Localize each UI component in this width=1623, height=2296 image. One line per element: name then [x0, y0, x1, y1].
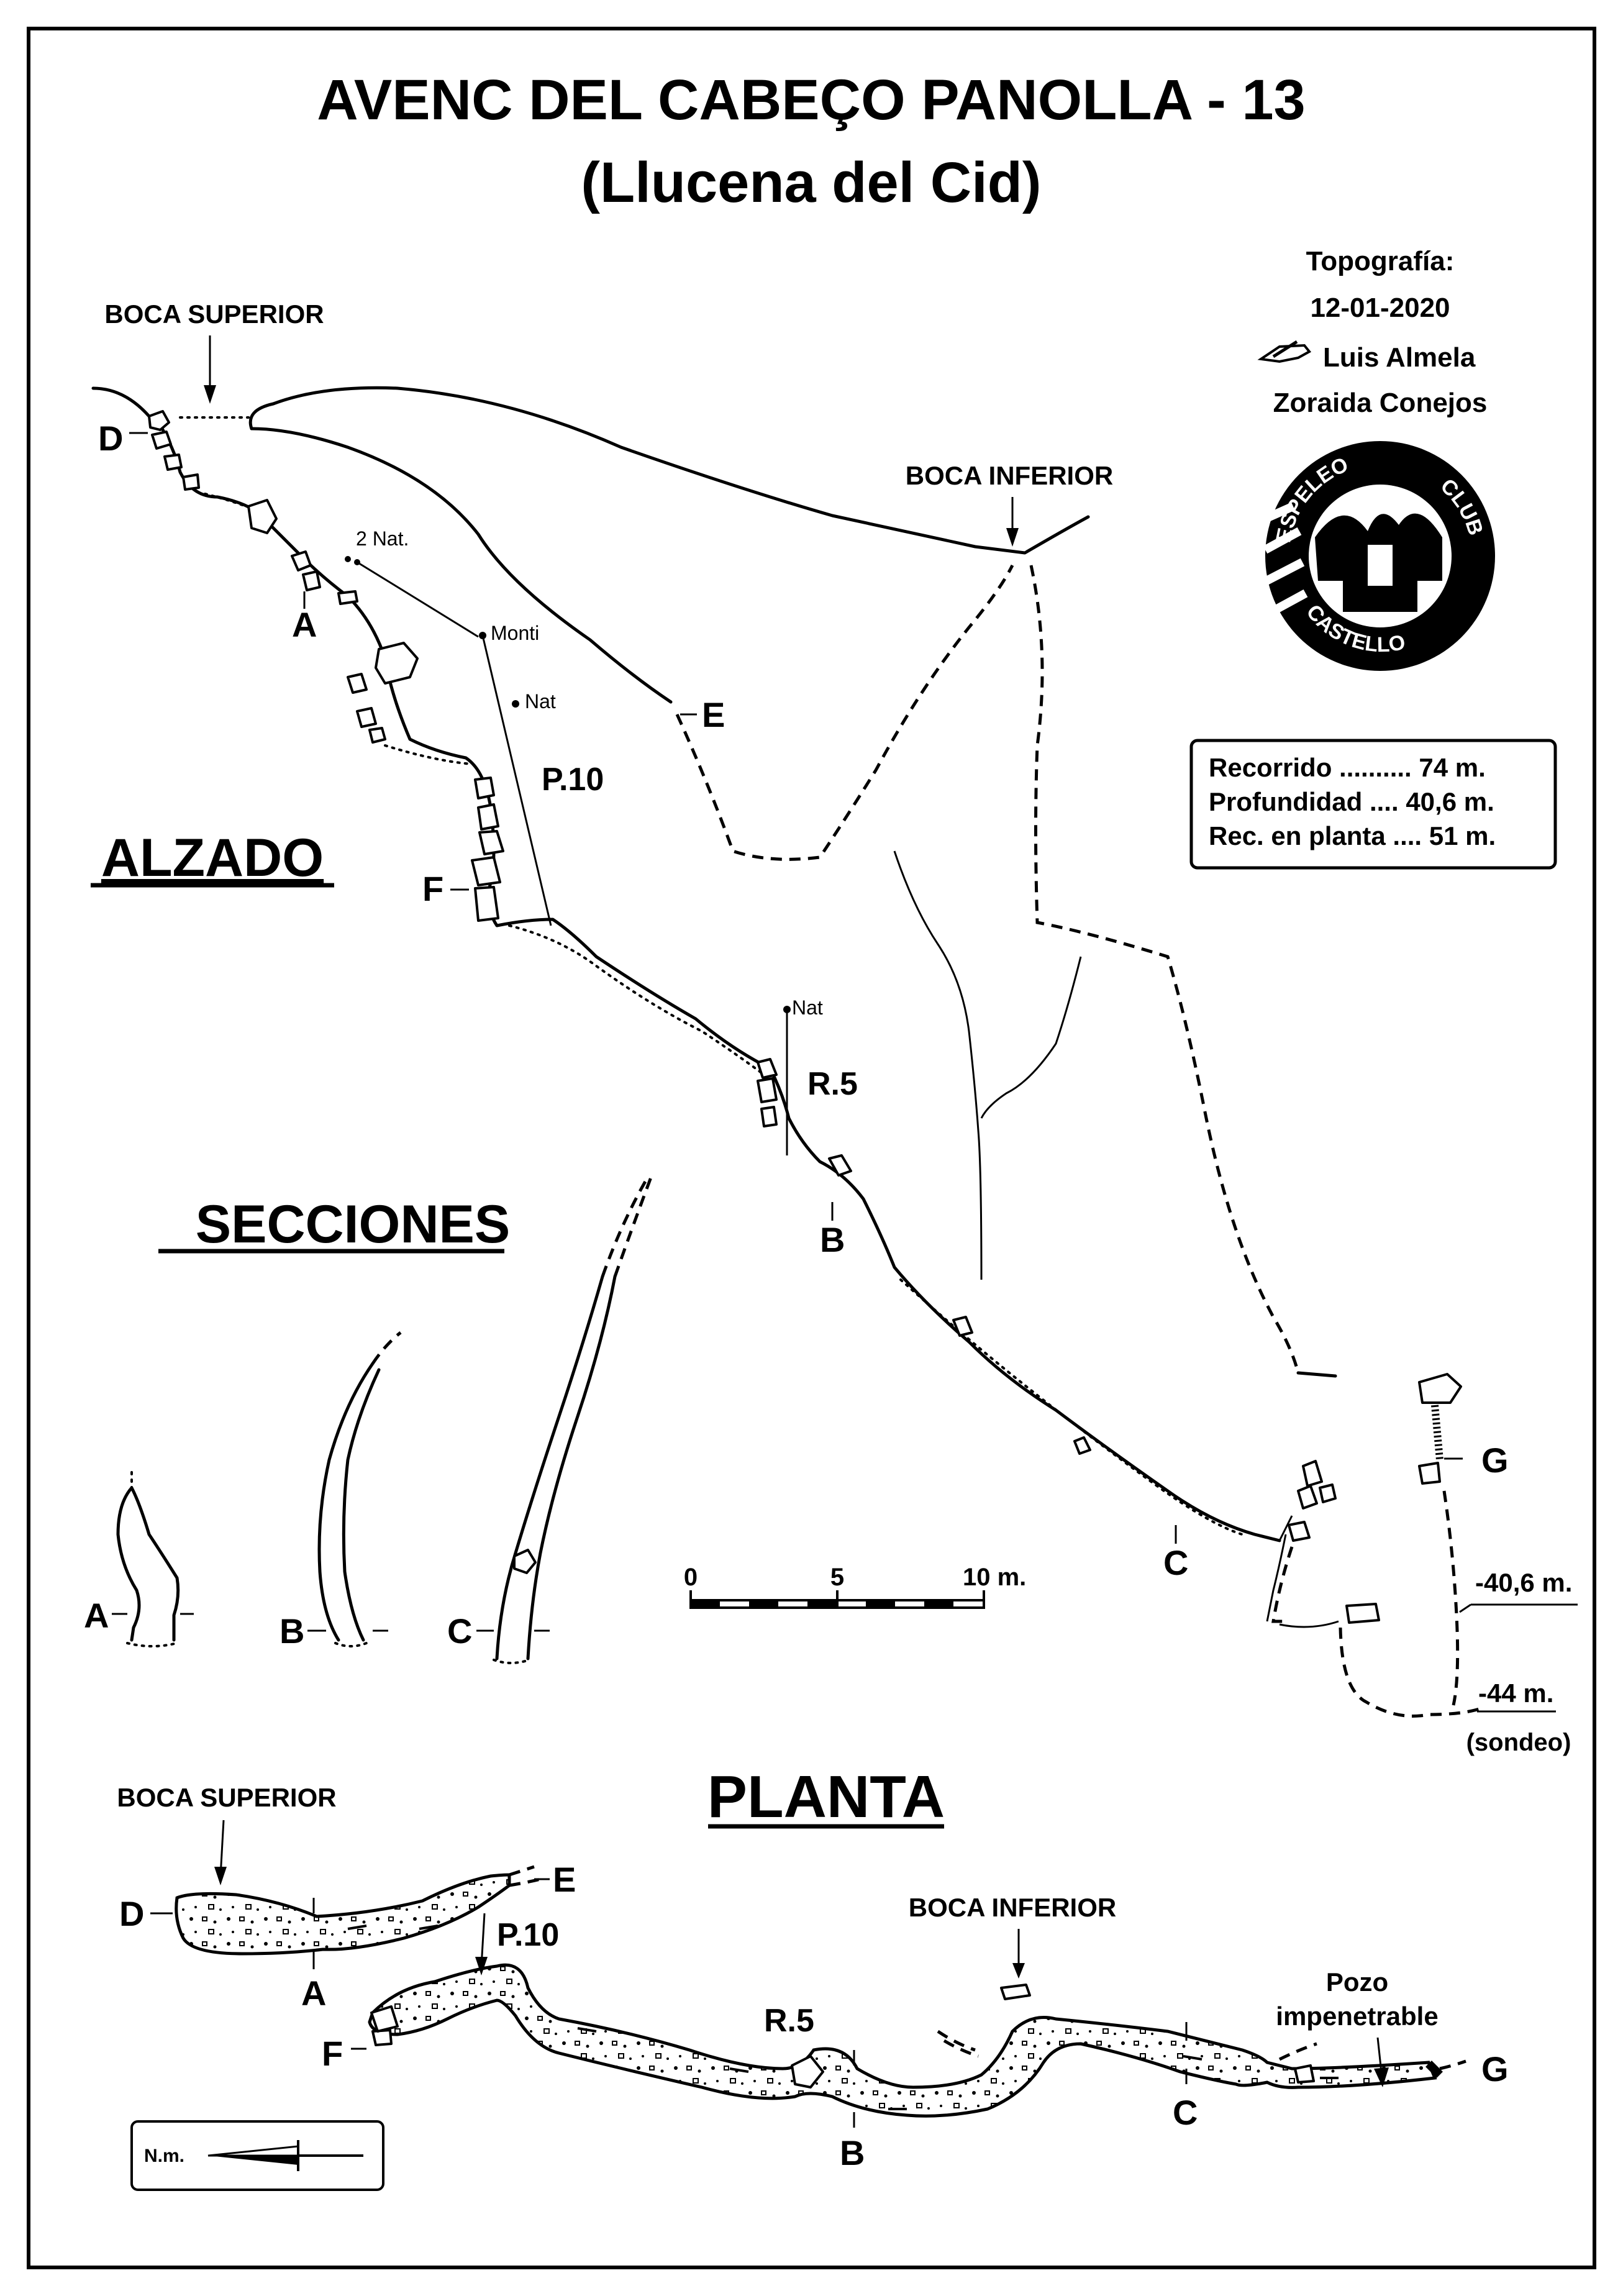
- lower-floor: [1296, 1371, 1337, 1378]
- plan-label-boca-superior: BOCA SUPERIOR: [117, 1783, 336, 1812]
- plan-gallery-upper: [175, 1873, 511, 1956]
- fissure-branch: [980, 956, 1082, 1119]
- gallery-roof: [248, 386, 1090, 555]
- profile-blocks: [148, 410, 1337, 1542]
- credits-author2: Zoraida Conejos: [1273, 388, 1488, 418]
- credits-label: Topografía:: [1306, 246, 1455, 276]
- section-b-left: [317, 1362, 375, 1642]
- label-depth-44: -44 m.: [1478, 1679, 1553, 1708]
- credits-block: Topografía: 12-01-2020 Luis Almela Zorai…: [1257, 246, 1488, 418]
- fissure-line: [893, 850, 983, 1280]
- plan-label-r5: R.5: [764, 2003, 814, 2039]
- stats-row-depth: Profundidad .... 40,6 m.: [1209, 787, 1494, 816]
- pit-top-block: [1418, 1373, 1462, 1404]
- section-b-right: [342, 1368, 381, 1642]
- section-a-left: [116, 1486, 141, 1642]
- label-A: A: [292, 605, 317, 644]
- plan-label-pozo: Pozo: [1326, 1967, 1388, 1997]
- gallery-inner-wall: [250, 427, 673, 704]
- lower-entrance-dashed: [1029, 565, 1300, 1374]
- label-B: B: [820, 1220, 845, 1259]
- terminal-floor: [1279, 1620, 1339, 1628]
- label-E: E: [702, 695, 725, 734]
- profile-view: BOCA SUPERIOR BOCA INFERIOR D A E F B C …: [91, 299, 1578, 1756]
- plan-label-E: E: [553, 1860, 576, 1899]
- north-arrow-box: N.m.: [130, 2120, 384, 2191]
- slope-sediment: [204, 493, 1243, 1536]
- terminal-chamber: [1266, 1515, 1293, 1622]
- section-c-right: [526, 1275, 617, 1660]
- section-c-left: [495, 1275, 604, 1660]
- heading-alzado: ALZADO: [101, 828, 324, 888]
- label-monti: Monti: [491, 622, 539, 644]
- label-D: D: [98, 419, 123, 458]
- pit-lower-block: [1418, 1462, 1441, 1485]
- passage-e-dashed: [675, 564, 1014, 861]
- section-c-label: C: [447, 1611, 472, 1651]
- section-a-label: A: [84, 1596, 109, 1635]
- terminal-block: [1345, 1603, 1380, 1624]
- scale-tick-10: 10 m.: [963, 1564, 1026, 1591]
- terminal-dashed: [1271, 1546, 1294, 1623]
- label-2nat: 2 Nat.: [356, 527, 409, 550]
- club-logo: ESPELEO CLUB CASTELLO: [1263, 441, 1495, 671]
- plan-label-boca-inferior: BOCA INFERIOR: [909, 1893, 1116, 1922]
- map-title: AVENC DEL CABEÇO PANOLLA - 13: [317, 68, 1305, 132]
- sondeo-dashed: [1339, 1627, 1485, 1718]
- sheet-frame: [27, 27, 1596, 2269]
- scale-tick-5: 5: [830, 1564, 844, 1591]
- label-boca-superior: BOCA SUPERIOR: [104, 299, 324, 329]
- plan-label-F: F: [322, 2034, 343, 2073]
- stats-row-plan: Rec. en planta .... 51 m.: [1209, 821, 1496, 850]
- pen-hand-icon: [1257, 340, 1312, 363]
- stats-row-length: Recorrido .......... 74 m.: [1209, 753, 1486, 782]
- plan-gallery-lower: [368, 1963, 1437, 2118]
- label-sondeo: (sondeo): [1466, 1729, 1571, 1756]
- plan-label-G: G: [1481, 2049, 1509, 2089]
- rope-p10: [481, 635, 552, 926]
- pit-shaft: [1431, 1405, 1443, 1460]
- plan-blocks: [370, 2005, 1315, 2089]
- label-nat-p10: Nat: [525, 690, 556, 713]
- label-depth-406: -40,6 m.: [1475, 1568, 1572, 1597]
- plan-label-p10: P.10: [497, 1917, 559, 1953]
- plan-boca-inferior-mark: [1000, 1984, 1031, 2000]
- section-a-right: [130, 1486, 180, 1642]
- heading-secciones: SECCIONES: [196, 1195, 511, 1254]
- credits-author1: Luis Almela: [1323, 342, 1476, 373]
- pit-dashed: [1442, 1490, 1460, 1706]
- map-subtitle: (Llucena del Cid): [581, 151, 1041, 214]
- cross-sections: A B C: [84, 1173, 654, 1664]
- plan-label-A: A: [301, 1974, 326, 2013]
- label-nat-r5: Nat: [792, 996, 823, 1019]
- plan-label-B: B: [840, 2133, 865, 2172]
- scale-tick-0: 0: [684, 1564, 698, 1591]
- label-r5: R.5: [807, 1066, 858, 1102]
- surface-left: [91, 386, 151, 418]
- main-slope: [157, 421, 1281, 1542]
- plan-label-C: C: [1173, 2093, 1198, 2132]
- heading-planta: PLANTA: [707, 1764, 945, 1830]
- north-label: N.m.: [144, 2146, 184, 2166]
- credits-date: 12-01-2020: [1310, 293, 1450, 323]
- scale-bar: 0 5 10 m.: [684, 1564, 1026, 1609]
- plan-label-impenetrable: impenetrable: [1276, 2002, 1438, 2031]
- stats-box: Recorrido .......... 74 m. Profundidad .…: [1189, 739, 1557, 870]
- label-C: C: [1163, 1543, 1188, 1582]
- plan-view: BOCA SUPERIOR BOCA INFERIOR D E A P.10 F…: [117, 1783, 1508, 2172]
- label-F: F: [422, 869, 443, 908]
- label-p10: P.10: [542, 762, 604, 798]
- label-G: G: [1481, 1441, 1509, 1480]
- plan-label-D: D: [119, 1894, 144, 1933]
- section-b-label: B: [280, 1611, 304, 1651]
- rope-2nat: [357, 561, 479, 638]
- label-boca-inferior: BOCA INFERIOR: [906, 461, 1113, 490]
